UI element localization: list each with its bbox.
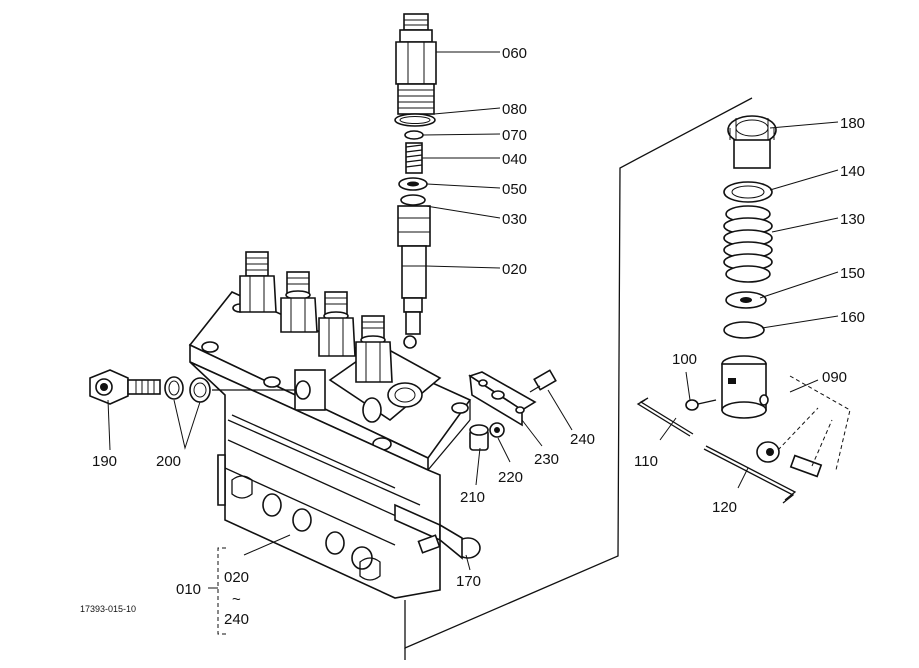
callout-020: 020 [502, 261, 527, 278]
callout-170: 170 [456, 573, 481, 590]
callout-230: 230 [534, 451, 559, 468]
callout-100: 100 [672, 351, 697, 368]
callout-200: 200 [156, 453, 181, 470]
callout-040: 040 [502, 151, 527, 168]
callout-220: 220 [498, 469, 523, 486]
callout-210: 210 [460, 489, 485, 506]
callout-110: 110 [634, 453, 658, 470]
pump-body [188, 291, 481, 599]
callout-050: 050 [502, 181, 527, 198]
callout-130: 130 [840, 211, 865, 228]
assembly-to-label: 240 [224, 611, 249, 628]
assembly-boundary [404, 97, 753, 660]
callout-labels: 060 080 070 040 050 030 020 180 140 130 … [80, 45, 865, 628]
governor-parts [636, 115, 851, 504]
assembly-tilde-label: ~ [232, 591, 241, 608]
banjo-bolt-group [89, 369, 295, 405]
callout-240: 240 [570, 431, 595, 448]
callout-120: 120 [712, 499, 737, 516]
callout-180: 180 [840, 115, 865, 132]
callout-150: 150 [840, 265, 865, 282]
leader-lines [107, 51, 839, 571]
callout-030: 030 [502, 211, 527, 228]
callout-090: 090 [822, 369, 847, 386]
drawing-code: 17393-015-10 [80, 604, 136, 614]
assembly-range-bracket [208, 547, 226, 635]
callout-140: 140 [840, 163, 865, 180]
callout-060: 060 [502, 45, 527, 62]
callout-190: 190 [92, 453, 117, 470]
assembly-from-label: 020 [224, 569, 249, 586]
assembly-parent-label: 010 [176, 581, 201, 598]
delivery-holders [239, 251, 393, 383]
callout-070: 070 [502, 127, 527, 144]
cover-plate-group [468, 369, 557, 451]
callout-080: 080 [502, 101, 527, 118]
callout-160: 160 [840, 309, 865, 326]
delivery-valve-stack [394, 13, 437, 349]
